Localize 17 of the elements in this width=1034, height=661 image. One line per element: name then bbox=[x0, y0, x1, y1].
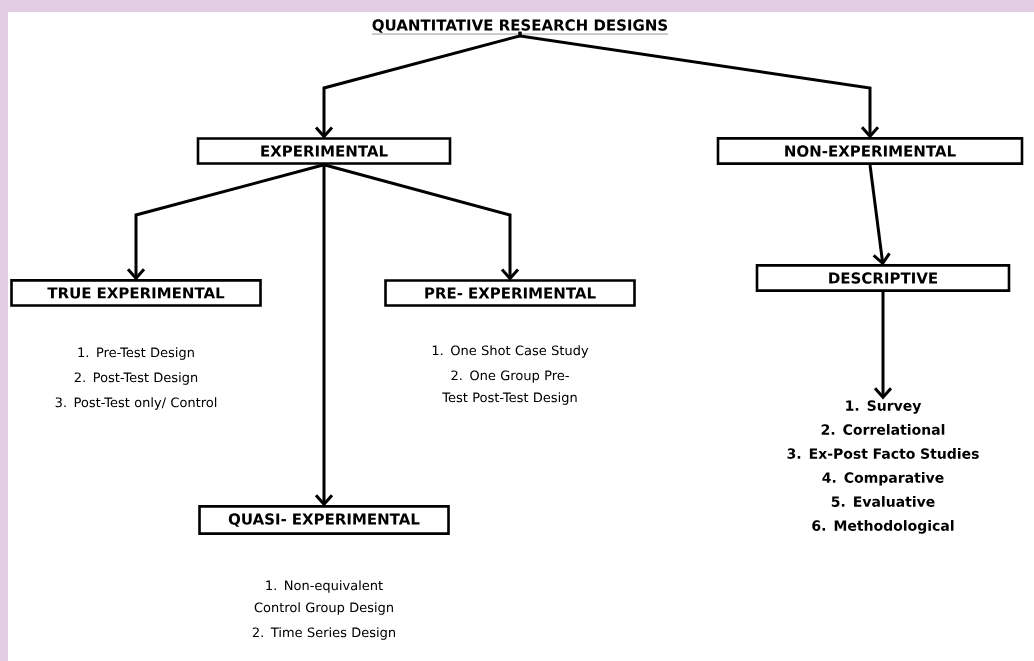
arrow bbox=[314, 164, 334, 507]
arrow bbox=[873, 291, 893, 400]
category-box: TRUE EXPERIMENTAL bbox=[10, 279, 262, 307]
title-heading: QUANTITATIVE RESEARCH DESIGNS bbox=[371, 19, 669, 35]
item-list: 1. One Shot Case Study 2. One Group Pre-Test Post-Test Design bbox=[432, 345, 589, 405]
arrow bbox=[126, 163, 325, 281]
category-box: PRE- EXPERIMENTAL bbox=[384, 279, 636, 307]
item-list: 1. Survey 2. Correlational 3. Ex-Post Facto Studies 4. Comparative 5. Evaluative 6. Methodological bbox=[787, 400, 979, 534]
arrow bbox=[518, 31, 880, 139]
category-box: EXPERIMENTAL bbox=[196, 137, 452, 165]
arrow bbox=[323, 163, 520, 281]
category-box: NON-EXPERIMENTAL bbox=[716, 137, 1024, 165]
category-box: QUASI- EXPERIMENTAL bbox=[198, 505, 450, 535]
arrow bbox=[868, 164, 891, 266]
item-list: 1. Non-equivalent Control Group Design 2. Time Series Design bbox=[252, 580, 395, 640]
category-box: DESCRIPTIVE bbox=[755, 264, 1011, 292]
item-list: 1. Pre-Test Design 2. Post-Test Design 3. Post-Test only/ Control bbox=[55, 347, 217, 410]
